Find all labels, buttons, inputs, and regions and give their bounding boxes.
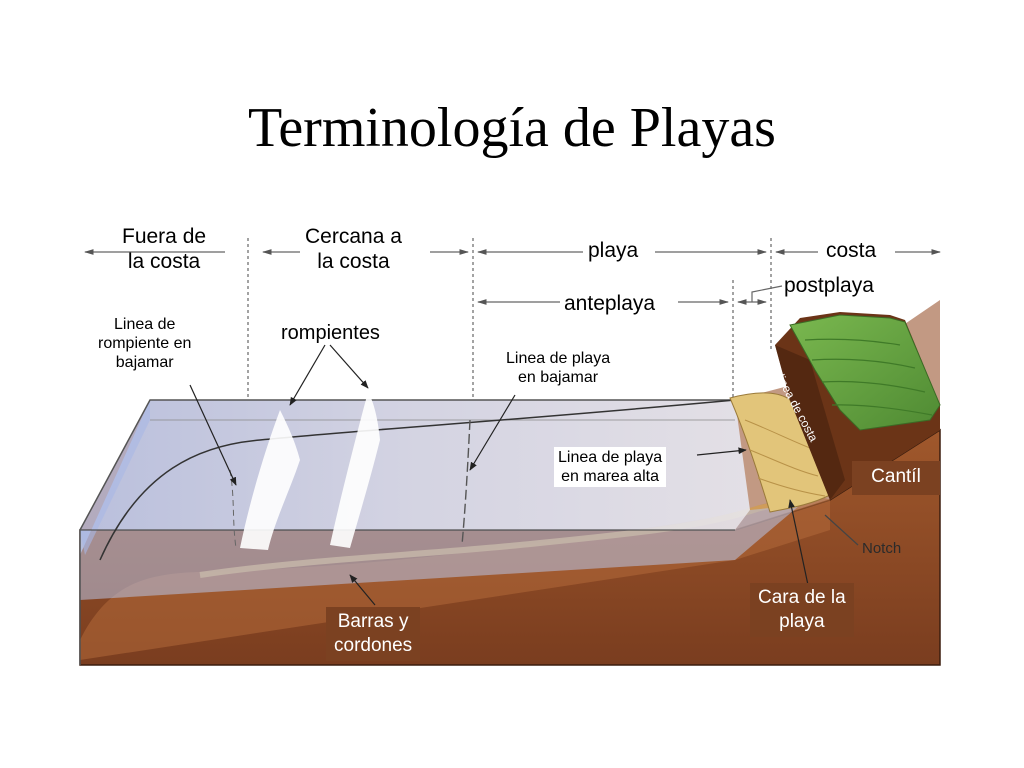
zone-label-foreshore: anteplaya <box>564 292 656 315</box>
label-bars: Barras y cordones <box>326 607 421 661</box>
label-beach-face: Cara de la playa <box>750 583 854 637</box>
label-cliff: Cantíl <box>852 461 940 495</box>
cliff <box>775 312 941 500</box>
label-pointers <box>189 344 809 606</box>
zone-label-backshore: postplaya <box>784 274 874 297</box>
slide-title: Terminología de Playas <box>248 97 776 159</box>
label-notch: Notch <box>862 540 902 557</box>
label-low-tide-shoreline: Linea de playa en bajamar <box>502 348 615 389</box>
zone-label-nearshore: Cercana a la costa <box>305 225 402 274</box>
zone-dimension-lines <box>84 238 941 400</box>
label-low-tide-breaker-line: Linea de rompiente en bajamar <box>98 316 192 372</box>
breaker-waves <box>229 392 471 550</box>
label-high-tide-shoreline: Linea de playa en marea alta <box>554 447 667 488</box>
zone-label-beach: playa <box>588 239 639 262</box>
label-breakers: rompientes <box>281 322 380 344</box>
zone-label-coast: costa <box>826 239 877 262</box>
zone-label-offshore: Fuera de la costa <box>122 225 207 274</box>
